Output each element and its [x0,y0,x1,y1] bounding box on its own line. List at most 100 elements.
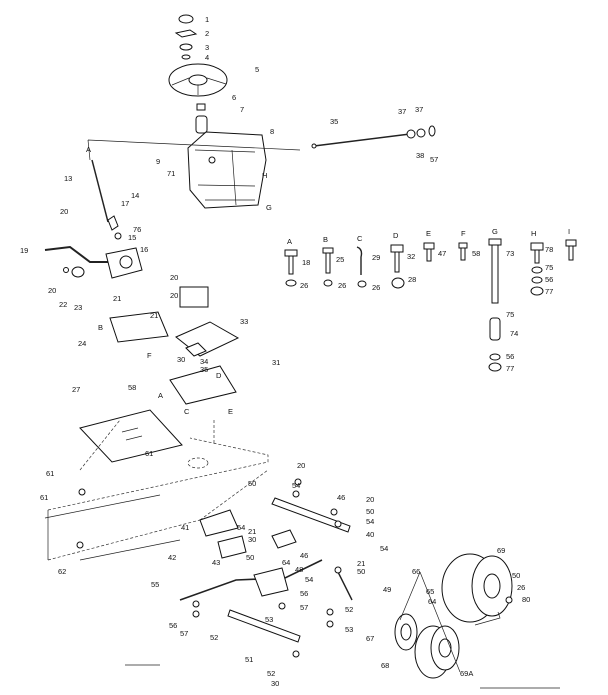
fastener-F-bolt [458,242,468,261]
part-52-washer-b [292,650,300,658]
letter-A-mid: A [158,391,163,400]
callout-38: 38 [416,151,424,160]
callout-52-b: 52 [210,633,218,642]
part-53-nut [326,620,334,628]
frame-hole [187,457,209,469]
steering-assembly [168,14,267,209]
part-37-washer-b [416,128,426,138]
callout-57-a: 57 [430,155,438,164]
callout-56-a: 56 [506,352,514,361]
callout-55: 55 [151,580,159,589]
callout-7: 7 [240,105,244,114]
letter-G: G [266,203,272,212]
callout-17: 17 [121,199,129,208]
frame-rails [44,494,181,561]
callout-54-b: 54 [366,517,374,526]
callout-47: 47 [438,249,446,258]
letter-B-left: B [98,323,103,332]
floor-slot [121,427,143,441]
callout-30-a: 30 [177,355,185,364]
letter-C-mid: C [184,407,190,416]
part-52-washer [326,608,334,616]
part-50-nut-b [334,566,342,574]
callout-35-a: 35 [200,365,208,374]
battery-box [179,286,209,308]
part-41-bracket [199,509,239,537]
pulley-center [400,623,412,641]
fastener-D-nut [391,277,405,289]
part-20-washer [294,478,302,486]
fastener-A-nut [285,279,297,287]
part-56-washer [489,353,501,361]
callout-30-b: 30 [248,535,256,544]
part-4-nut [181,54,191,60]
callout-57-c: 57 [180,629,188,638]
fastener-H-nut [530,286,544,296]
part-33-seat-pad [175,321,240,357]
callout-46-a: 46 [337,493,345,502]
rear-hub [483,573,501,599]
callout-77-a: 77 [506,364,514,373]
fastener-C-nut [357,280,367,288]
fastener-B-nut [323,279,333,287]
part-31-plate [169,365,237,405]
callout-29: 29 [372,253,380,262]
fastener-C-pin [356,246,363,275]
callout-50-b: 50 [366,507,374,516]
wheel-leaders [399,571,461,673]
callout-4: 4 [205,53,209,62]
fastener-I-pin [565,239,577,261]
part-57-nut-b [192,610,200,618]
part-42-bracket [217,535,247,559]
steering-hub [188,74,208,86]
callout-62: 62 [58,567,66,576]
callout-21-c: 21 [248,527,256,536]
part-77-nut [488,362,502,372]
callout-30-c: 30 [271,679,279,688]
callout-24: 24 [78,339,86,348]
gear-nut [63,267,69,273]
callout-54-a: 54 [292,481,300,490]
wheel-group [394,553,513,679]
callout-26-c: 26 [372,283,380,292]
linkage-group [179,478,353,658]
letter-G-b: G [492,227,498,236]
part-7-sleeve [195,115,208,134]
callout-78: 78 [545,245,553,254]
callout-37-b: 37 [415,105,423,114]
part-37-washer [406,129,416,139]
callout-65: 65 [426,587,434,596]
steering-column-group [44,139,301,463]
callout-6: 6 [232,93,236,102]
callout-74: 74 [510,329,518,338]
callout-61-a: 61 [145,449,153,458]
callout-49: 49 [383,585,391,594]
callout-54-c: 54 [380,544,388,553]
callout-48: 48 [295,565,303,574]
fastener-A-bolt [284,249,298,275]
steering-spokes [171,77,227,95]
part-40-bar [271,497,351,533]
callout-26-d: 26 [517,583,525,592]
callout-50-c: 50 [246,553,254,562]
callout-31: 31 [272,358,280,367]
callout-50-d: 50 [357,567,365,576]
letter-E: E [426,229,431,238]
callout-35-b: 35 [330,117,338,126]
callout-58: 58 [128,383,136,392]
callout-40: 40 [366,530,374,539]
callout-1: 1 [205,15,209,24]
part-15-nut [114,232,122,240]
callout-56-b: 56 [545,275,553,284]
callout-80: 80 [522,595,530,604]
callout-20-e: 20 [297,461,305,470]
letter-I: I [568,227,570,236]
callout-41: 41 [181,523,189,532]
front-hub [438,638,452,658]
callout-61-c: 61 [40,493,48,502]
callout-20-f: 20 [366,495,374,504]
callout-21-a: 21 [113,294,121,303]
part-51-bar [227,609,301,643]
callout-53-a: 53 [345,625,353,634]
callout-20-a: 20 [60,207,68,216]
